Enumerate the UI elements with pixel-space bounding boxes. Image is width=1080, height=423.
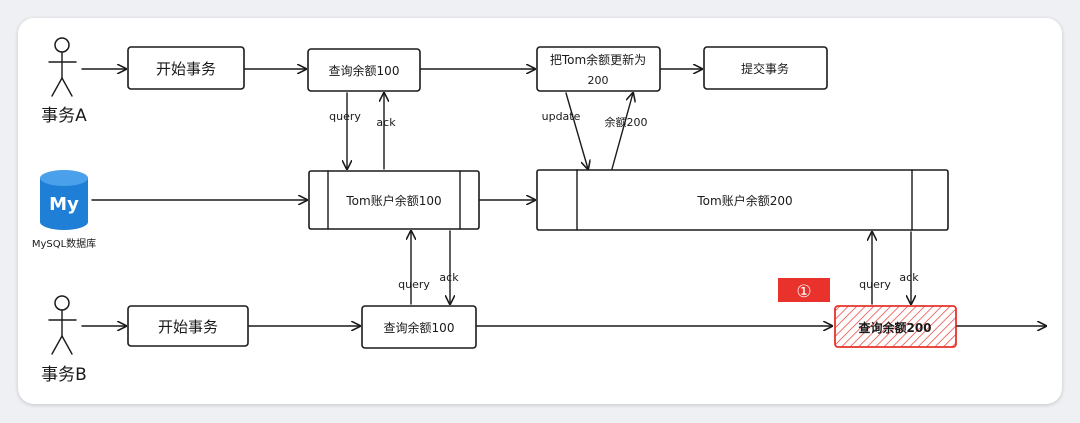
b-query2-box <box>834 305 957 348</box>
b-start-box <box>127 305 249 347</box>
tom-100-label: Tom账户余额100 <box>345 193 441 208</box>
b-query1-label: 查询余额100 <box>384 320 455 335</box>
b-ack1-edge-label: ack <box>439 271 459 284</box>
b-start-label: 开始事务 <box>158 318 218 336</box>
a-update-edge-label: update <box>542 110 581 123</box>
database-logo-text: My <box>49 194 79 215</box>
a-balance-edge-label: 余额200 <box>605 115 648 129</box>
b-query1-box <box>361 305 477 349</box>
edge-a-update <box>565 92 588 169</box>
b-ack2-edge-label: ack <box>899 271 919 284</box>
tom-100-box <box>308 170 480 230</box>
tom-200-label: Tom账户余额200 <box>696 193 792 208</box>
b-query2-edge-label: query <box>859 278 891 291</box>
a-update-label-2: 200 <box>588 74 609 87</box>
tom-200-box <box>536 169 949 231</box>
step-marker-label: ① <box>796 282 811 302</box>
b-query2-label: 查询余额200 <box>857 320 931 335</box>
database-label: MySQL数据库 <box>32 237 96 250</box>
actor-b-label: 事务B <box>41 365 87 385</box>
edge-a-balance <box>611 93 633 170</box>
a-query-box <box>307 48 421 92</box>
actor-a-figure <box>48 37 77 97</box>
database-icon: My <box>40 170 88 230</box>
b-query1-edge-label: query <box>398 278 430 291</box>
a-query-label: 查询余额100 <box>329 63 400 78</box>
a-start-label: 开始事务 <box>156 60 216 78</box>
step-marker-badge <box>778 278 830 302</box>
actor-a-label: 事务A <box>41 106 87 126</box>
actor-b-figure <box>48 295 77 355</box>
a-update-label-1: 把Tom余额更新为 <box>550 52 646 67</box>
a-update-box <box>536 46 661 92</box>
a-query-edge-label: query <box>329 110 361 123</box>
a-commit-box <box>703 46 828 90</box>
a-start-box <box>127 46 245 90</box>
a-ack-edge-label: ack <box>376 116 396 129</box>
a-commit-label: 提交事务 <box>741 61 789 76</box>
